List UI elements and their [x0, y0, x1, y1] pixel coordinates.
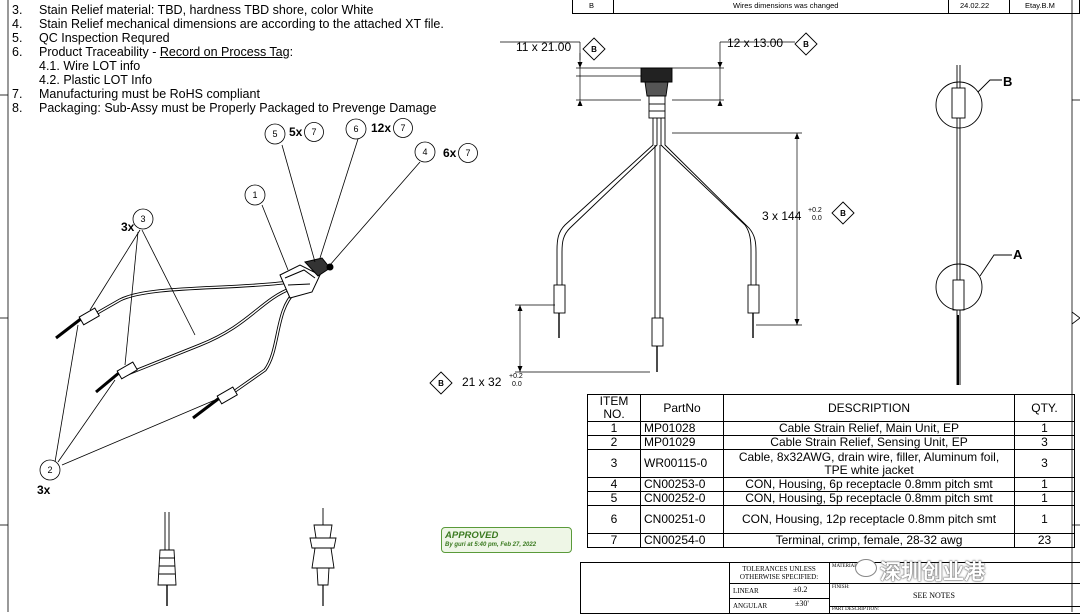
front-view-harness	[553, 67, 760, 372]
angular-label: ANGULAR	[733, 602, 768, 610]
balloon-6-qty: 12x	[371, 121, 391, 135]
bom-header-qty: QTY.	[1014, 394, 1075, 422]
balloon-2-qty: 3x	[37, 483, 51, 497]
detail-a-label: A	[1013, 247, 1023, 262]
dim-12x13: 12 x 13.00	[727, 36, 783, 50]
linear-value: ±0.2	[793, 585, 808, 594]
part-description-label: PART DESCRIPTION:	[832, 607, 880, 612]
revision-date: 24.02.22	[960, 1, 990, 10]
balloon-1: 1	[252, 190, 257, 200]
balloon-4-ref: 7	[465, 148, 470, 158]
note-8: 8.Packaging: Sub-Assy must be Properly P…	[12, 101, 437, 115]
wechat-icon	[855, 559, 877, 577]
balloon-3-qty: 3x	[121, 220, 135, 234]
revision-letter: B	[589, 1, 595, 10]
dimension-lines	[500, 41, 802, 373]
datum-b-3: B	[840, 209, 846, 218]
detail-b-label: B	[1003, 74, 1012, 89]
balloon-5-qty: 5x	[289, 125, 303, 139]
dim-21x32: 21 x 32	[462, 375, 502, 389]
balloon-2: 2	[47, 465, 52, 475]
watermark-text: 深圳创业港	[880, 561, 985, 584]
title-block: TOLERANCES UNLESS OTHERWISE SPECIFIED: L…	[580, 562, 1080, 614]
balloon-5: 5	[272, 129, 277, 139]
note-4-2: 4.2. Plastic LOT Info	[39, 73, 153, 87]
note-4: 4.Stain Relief mechanical dimensions are…	[12, 17, 444, 31]
dim-3x144-tol-minus: 0.0	[812, 215, 822, 222]
approved-stamp: APPROVED By guri at 5:40 pm, Feb 27, 202…	[441, 527, 572, 553]
dim-11x21: 11 x 21.00	[516, 40, 571, 54]
note-3: 3.Stain Relief material: TBD, hardness T…	[12, 3, 374, 17]
revision-description: Wires dimensions was changed	[733, 1, 839, 10]
finish-label: FINISH:	[832, 585, 850, 590]
balloon-6-ref: 7	[400, 123, 405, 133]
finish-value: SEE NOTES	[913, 591, 955, 600]
bom-header-item: ITEM NO.	[587, 394, 641, 422]
approved-status: APPROVED	[445, 530, 499, 541]
dim-3x144-tol-plus: +0.2	[808, 207, 822, 214]
strain-relief-details	[157, 508, 337, 606]
balloon-5-ref: 7	[311, 127, 316, 137]
bom-header: ITEM NO. PartNo DESCRIPTION QTY.	[587, 394, 1075, 422]
dim-3x144: 3 x 144	[762, 209, 802, 223]
bom-header-description: DESCRIPTION	[723, 394, 1015, 422]
angular-value: ±30'	[795, 599, 809, 608]
datum-b-4: B	[438, 379, 444, 388]
side-view-harness	[935, 65, 1012, 385]
note-4-1: 4.1. Wire LOT info	[39, 59, 141, 73]
note-6: 6.Product Traceability - Record on Proce…	[12, 45, 294, 59]
note-5: 5.QC Inspection Requred	[12, 31, 170, 45]
bom-header-part: PartNo	[640, 394, 724, 422]
datum-b-1: B	[591, 45, 597, 54]
approved-by: By guri at 5:40 pm, Feb 27, 2022	[445, 542, 537, 548]
dim-21x32-tol-minus: 0.0	[512, 381, 522, 388]
balloon-6: 6	[353, 124, 358, 134]
isometric-harness-view	[55, 257, 334, 420]
dim-21x32-tol-plus: +0.2	[509, 373, 523, 380]
material-label: MATERIAL:	[832, 564, 859, 569]
datum-b-2: B	[803, 40, 809, 49]
note-7: 7.Manufacturing must be RoHS compliant	[12, 87, 260, 101]
linear-label: LINEAR	[733, 587, 759, 595]
notes-block: 3.Stain Relief material: TBD, hardness T…	[12, 0, 444, 115]
balloon-3: 3	[140, 214, 145, 224]
revision-by: Etay.B.M	[1025, 1, 1055, 10]
tolerance-title: TOLERANCES UNLESS OTHERWISE SPECIFIED:	[739, 565, 819, 581]
balloon-4-qty: 6x	[443, 146, 457, 160]
balloon-4: 4	[422, 147, 427, 157]
